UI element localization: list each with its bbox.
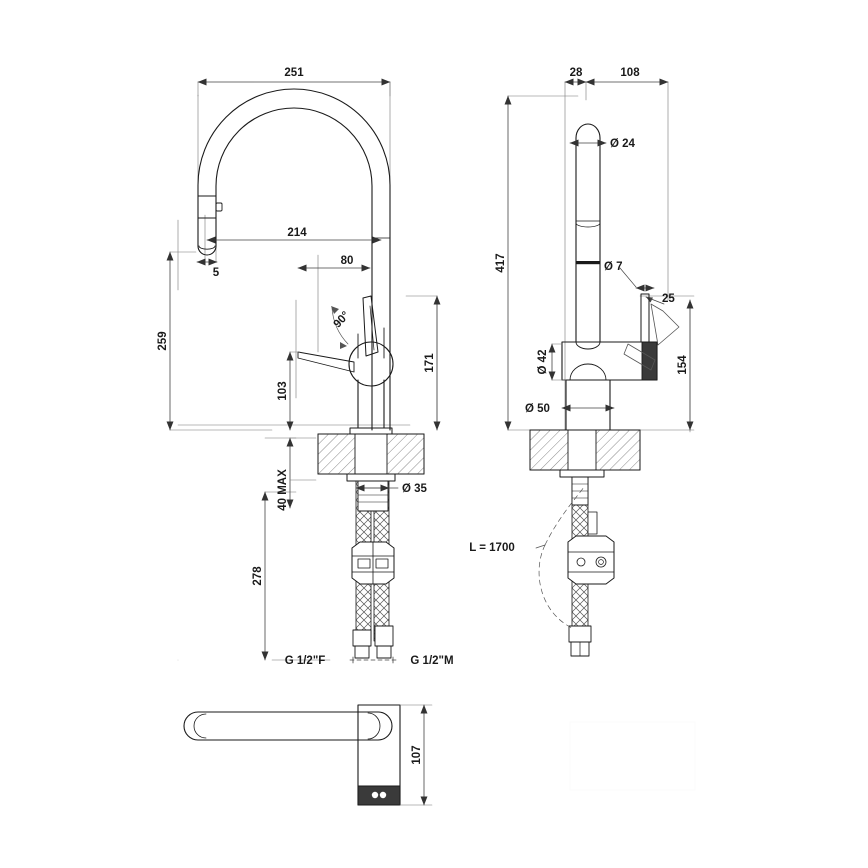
dim-154: 154: [677, 299, 694, 431]
dim-171: 171: [405, 295, 441, 431]
dim-hose-length: L = 1700: [469, 486, 585, 629]
dim-dia24: Ø 24: [569, 138, 636, 150]
dim-label-g12f: G 1/2"F: [285, 655, 326, 667]
dim-label-214: 214: [287, 227, 307, 239]
blank-box: [569, 721, 696, 791]
dim-label-103: 103: [277, 381, 289, 400]
spout-outline: [197, 88, 391, 431]
dim-107: 107: [411, 704, 428, 806]
dim-5: 5: [196, 258, 220, 279]
dim-25: 25: [645, 293, 675, 305]
dim-dia42: Ø 42: [537, 343, 567, 381]
dim-278: 278: [252, 491, 269, 661]
dim-label-80: 80: [341, 255, 354, 267]
dim-259: 259: [157, 251, 197, 431]
dim-label-g12m: G 1/2"M: [410, 655, 453, 667]
dim-label-171: 171: [424, 353, 436, 373]
dim-40max: 40 MAX: [277, 437, 317, 511]
dim-dia7: Ø 7: [604, 261, 655, 292]
dim-251: 251: [197, 67, 391, 97]
dim-label-417: 417: [495, 253, 507, 272]
dim-28: 28: [564, 67, 587, 86]
dim-108: 108: [585, 67, 669, 86]
dim-label-259: 259: [157, 331, 169, 350]
dim-label-dia50: Ø 50: [525, 403, 550, 415]
dim-label-154: 154: [677, 355, 689, 375]
flexible-hoses: [351, 480, 395, 659]
plan-body-block: [357, 704, 401, 806]
lever-assembly: 90°: [297, 295, 394, 387]
view-front-elevation: 251 214 5: [157, 67, 454, 667]
view-plan: 107: [183, 704, 433, 806]
dim-label-40max: 40 MAX: [277, 469, 289, 511]
dim-label-28: 28: [570, 67, 583, 79]
column-outline: [349, 379, 393, 435]
dim-label-108: 108: [620, 67, 640, 79]
countertop-section-right: [529, 429, 641, 478]
dim-dia50: Ø 50: [525, 403, 615, 415]
dim-80: 80: [297, 255, 371, 272]
dim-label-251: 251: [284, 67, 304, 79]
dim-dia35: Ø 35: [355, 483, 428, 495]
dim-label-278: 278: [252, 566, 264, 586]
thread-callouts: G 1/2"F G 1/2"M: [285, 655, 454, 667]
view-side-elevation: 28 108 Ø 24 417 Ø 7: [469, 67, 695, 657]
dim-417: 417: [495, 95, 512, 431]
spout-tube-side: [575, 123, 601, 350]
dim-label-25: 25: [662, 293, 675, 305]
dim-label-5: 5: [213, 267, 220, 279]
flexible-hose-right: [567, 476, 615, 657]
dim-label-dia35: Ø 35: [402, 483, 428, 495]
dim-103: 103: [277, 351, 301, 431]
body-side: [561, 293, 680, 431]
countertop-section: [317, 433, 425, 482]
plan-spout-arm: [183, 711, 393, 741]
dim-214: 214: [206, 227, 382, 244]
dim-label-107: 107: [411, 745, 423, 764]
dim-label-dia24: Ø 24: [610, 138, 636, 150]
dim-label-dia42: Ø 42: [537, 350, 549, 375]
dim-label-dia7: Ø 7: [604, 261, 623, 273]
dim-label-L1700: L = 1700: [469, 542, 515, 554]
